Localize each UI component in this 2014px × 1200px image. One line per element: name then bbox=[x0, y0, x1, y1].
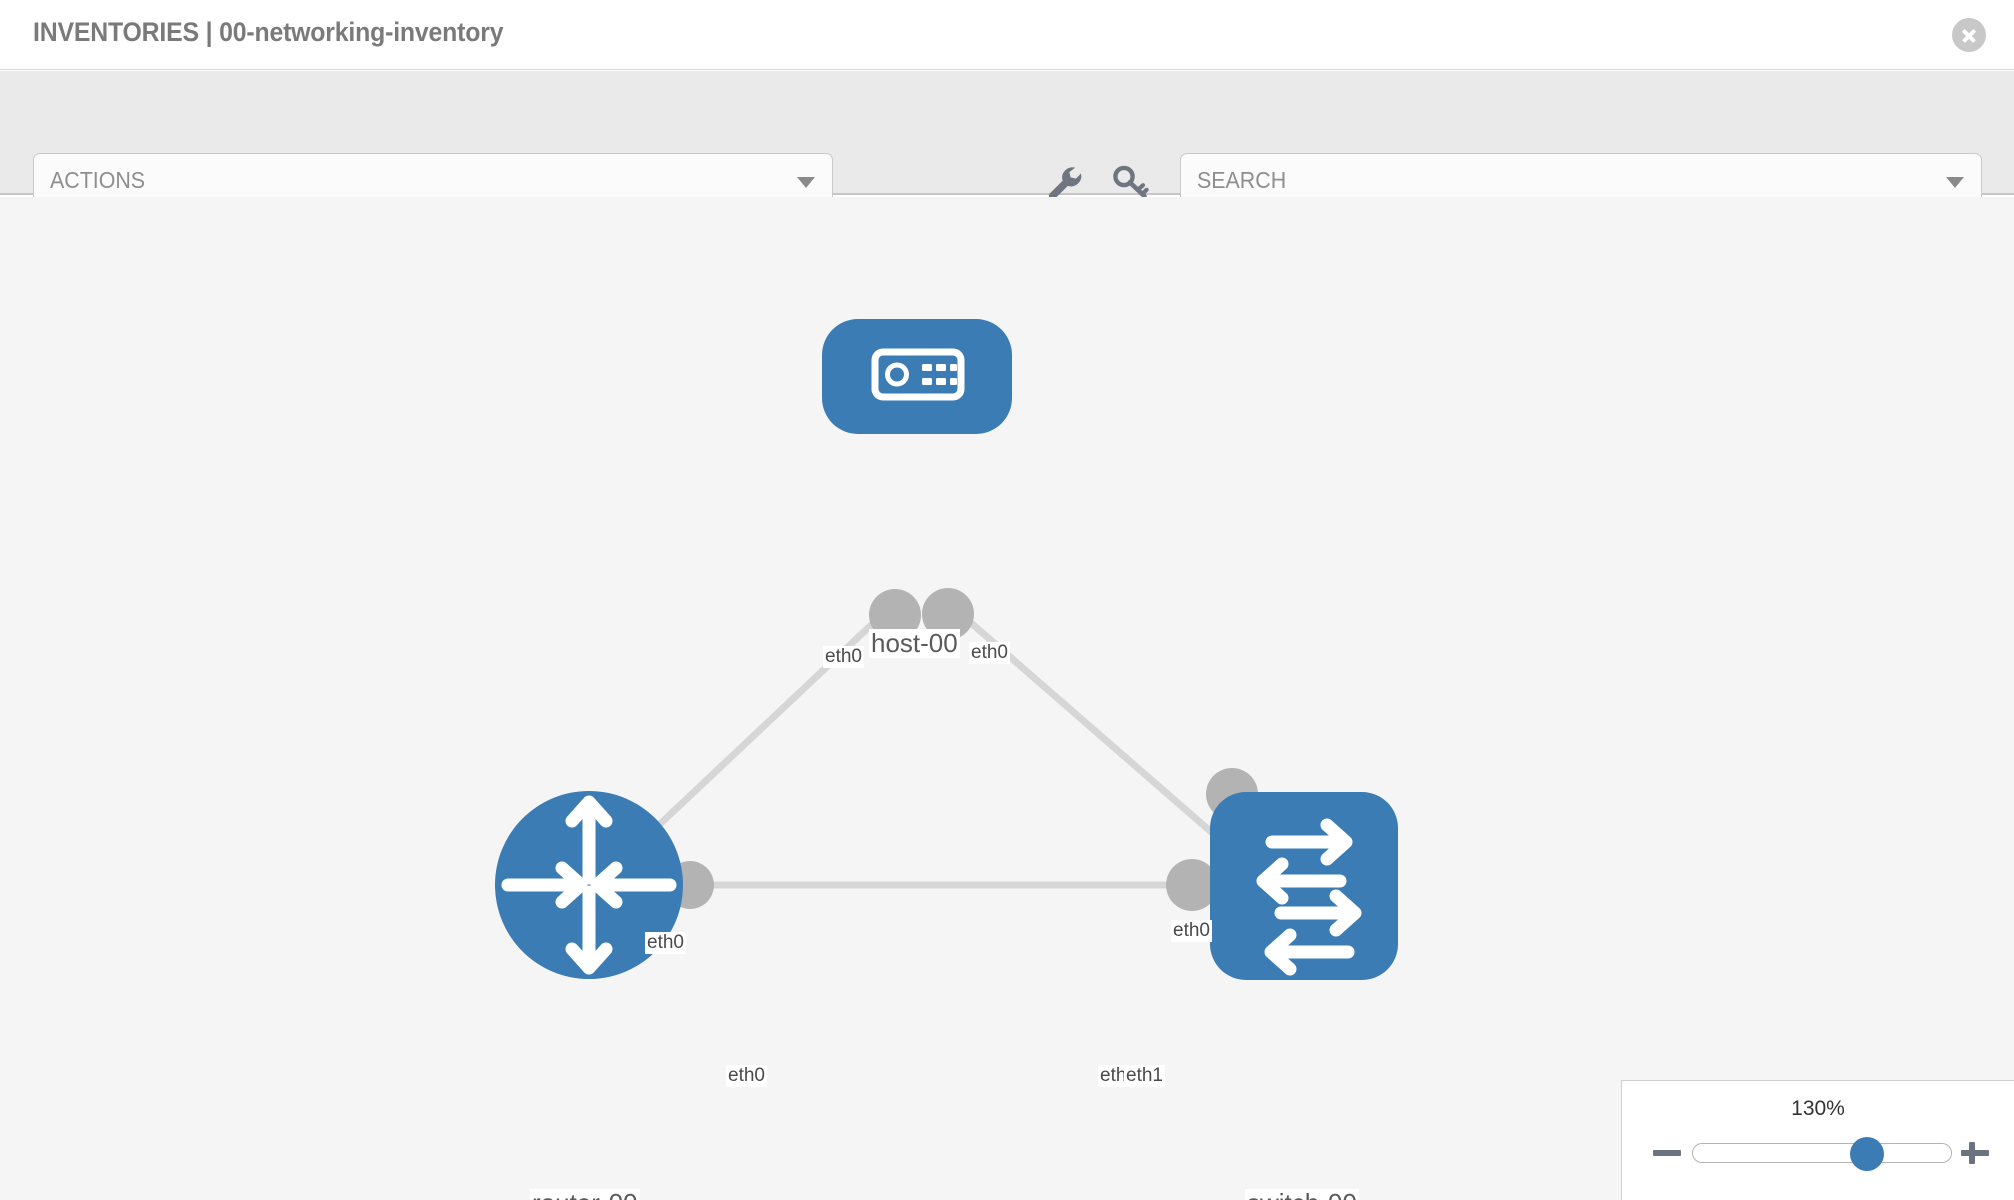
zoom-control-panel: 130% bbox=[1621, 1080, 2014, 1200]
zoom-in-button[interactable] bbox=[1958, 1136, 1992, 1170]
key-icon[interactable] bbox=[1110, 161, 1152, 203]
topology-canvas[interactable]: eth0 eth0 eth0 eth0 eth0 eth0 eth1 host-… bbox=[0, 197, 2014, 1200]
node-router-00[interactable] bbox=[495, 791, 683, 979]
page-title: INVENTORIES | 00-networking-inventory bbox=[33, 17, 504, 47]
zoom-out-button[interactable] bbox=[1650, 1136, 1684, 1170]
iface-label: eth1 bbox=[1124, 1065, 1165, 1087]
server-icon bbox=[871, 348, 965, 401]
zoom-slider-row bbox=[1622, 1131, 2014, 1177]
port-switch-left bbox=[1166, 859, 1218, 911]
node-host-00[interactable] bbox=[822, 319, 1012, 434]
node-label-host: host-00 bbox=[869, 628, 960, 658]
iface-label: eth0 bbox=[726, 1065, 767, 1087]
actions-dropdown-label: ACTIONS bbox=[50, 167, 146, 193]
toolbar: ACTIONS SEARCH bbox=[0, 71, 2014, 209]
port-host-right bbox=[922, 588, 974, 640]
wrench-icon[interactable] bbox=[1042, 161, 1084, 203]
node-label-switch: switch-00 bbox=[1245, 1189, 1359, 1200]
node-label-router: router-00 bbox=[530, 1189, 640, 1200]
chevron-down-icon bbox=[1946, 177, 1964, 188]
iface-label: eth0 bbox=[645, 932, 686, 954]
titlebar: INVENTORIES | 00-networking-inventory bbox=[0, 0, 2014, 70]
node-switch-00[interactable] bbox=[1210, 792, 1398, 980]
search-placeholder: SEARCH bbox=[1197, 167, 1287, 193]
router-arrows-icon bbox=[501, 795, 677, 975]
zoom-slider-thumb[interactable] bbox=[1850, 1137, 1884, 1171]
topology-graph bbox=[495, 319, 1398, 980]
zoom-percent-label: 130% bbox=[1791, 1097, 1845, 1120]
iface-label: eth0 bbox=[969, 642, 1010, 664]
zoom-slider-track[interactable] bbox=[1692, 1137, 1952, 1171]
port-host-left bbox=[869, 589, 921, 641]
iface-label: eth0 bbox=[1171, 920, 1212, 942]
switch-arrows-icon bbox=[1256, 818, 1362, 976]
port-layer bbox=[666, 588, 1258, 911]
close-icon[interactable] bbox=[1952, 18, 1986, 52]
iface-label: eth0 bbox=[823, 646, 864, 668]
chevron-down-icon bbox=[797, 177, 815, 188]
